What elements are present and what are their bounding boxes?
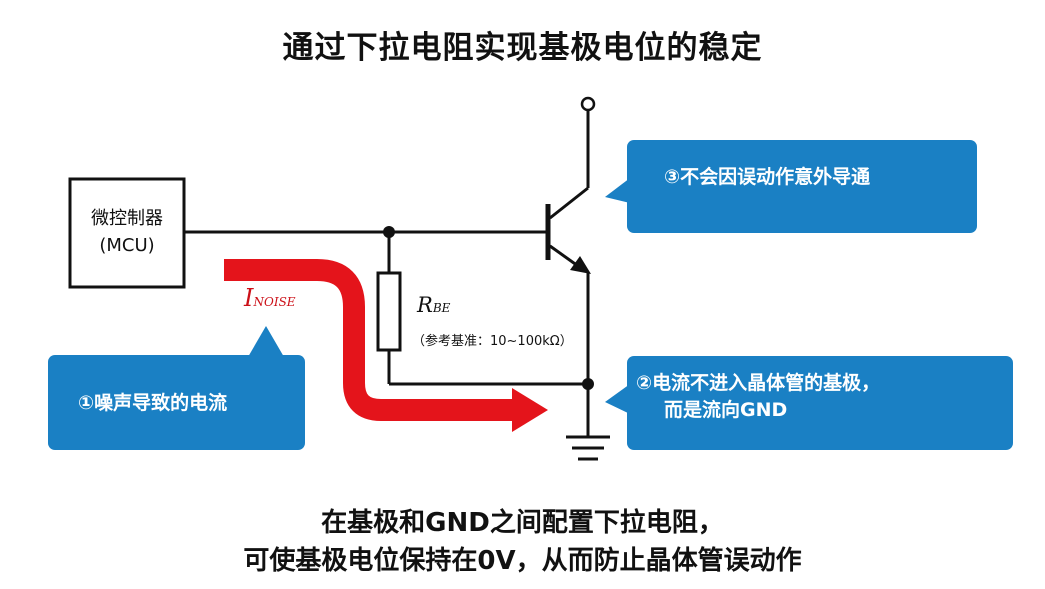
circuit-wires — [184, 110, 590, 437]
callout-2-box — [605, 356, 1013, 450]
callout-3-box — [605, 140, 977, 233]
resistor-reference-value: （参考基准：10~100kΩ） — [412, 334, 573, 349]
callout-2-text: ②电流不进入晶体管的基极， 而是流向GND — [636, 370, 880, 424]
noise-current-label: INOISE — [244, 284, 296, 312]
ground-symbol — [566, 435, 610, 461]
footer-caption: 在基极和GND之间配置下拉电阻， 可使基极电位保持在0V，从而防止晶体管误动作 — [0, 504, 1045, 580]
noise-arrow-head — [512, 388, 548, 432]
callout-1-box — [48, 326, 305, 450]
footer-line1: 在基极和GND之间配置下拉电阻， — [321, 508, 724, 538]
junction-dot — [582, 378, 594, 390]
noise-symbol: I — [244, 284, 254, 312]
resistor-symbol: R — [417, 293, 433, 317]
resistor-subscript: BE — [432, 301, 451, 315]
callout-2-line2: 而是流向GND — [664, 399, 788, 421]
page-title: 通过下拉电阻实现基极电位的稳定 — [282, 30, 763, 66]
noise-current-arrow — [224, 259, 514, 421]
mcu-label-line1: 微控制器 — [91, 208, 163, 229]
noise-subscript: NOISE — [253, 295, 296, 309]
resistor-label: RBE — [417, 293, 450, 317]
npn-transistor — [545, 186, 591, 274]
mcu-label: 微控制器 (MCU) — [70, 205, 184, 259]
collector-terminal — [580, 96, 596, 112]
junction-dot — [383, 226, 395, 238]
callout-1-text: ①噪声导致的电流 — [78, 392, 228, 414]
resistor-rbe — [376, 271, 402, 352]
callout-2-line1: ②电流不进入晶体管的基极， — [636, 372, 881, 394]
mcu-label-line2: (MCU) — [99, 235, 155, 256]
callout-3-text: ③不会因误动作意外导通 — [664, 166, 871, 188]
footer-line2: 可使基极电位保持在0V，从而防止晶体管误动作 — [243, 546, 802, 576]
